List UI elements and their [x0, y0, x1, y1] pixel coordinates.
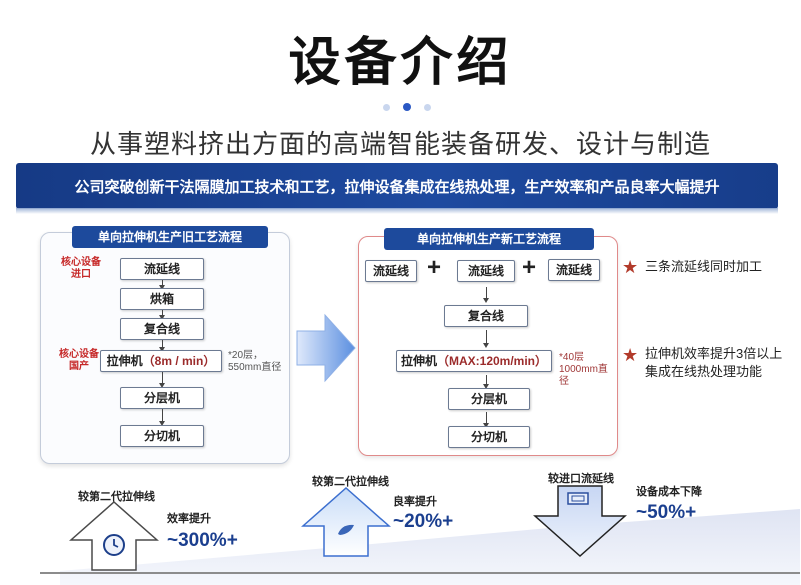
transition-arrow-icon — [296, 313, 356, 383]
old-stretcher-label: 拉伸机 — [106, 354, 143, 368]
core-domestic-label: 核心设备 国产 — [59, 349, 99, 372]
star-icon: ★ — [622, 257, 639, 277]
new-casting-line-3: 流延线 — [548, 259, 600, 281]
flow-arrow — [159, 340, 165, 352]
leaf-icon — [338, 524, 354, 535]
old-step-casting-line: 流延线 — [120, 258, 204, 280]
carousel-dot-active[interactable] — [403, 103, 411, 111]
new-step-compound-line: 复合线 — [444, 305, 528, 327]
flow-arrow — [159, 409, 165, 426]
comparison-1-label: 较第二代拉伸线 — [78, 491, 155, 503]
old-step-oven: 烘箱 — [120, 288, 204, 310]
carousel-dots — [383, 102, 433, 112]
flow-arrow — [483, 330, 489, 348]
old-step-compound-line: 复合线 — [120, 318, 204, 340]
summary-banner: 公司突破创新干法隔膜加工技术和工艺，拉伸设备集成在线热处理，生产效率和产品良率大… — [16, 163, 778, 209]
page-title: 设备介绍 — [288, 33, 513, 93]
up-arrow-icon — [301, 486, 391, 557]
comparison-1-metric: 效率提升 — [167, 513, 211, 525]
page-subtitle: 从事塑料挤出方面的高端智能装备研发、设计与制造 — [89, 130, 711, 160]
banner-shadow — [16, 208, 778, 214]
carousel-dot[interactable] — [424, 104, 431, 111]
old-step-slitter: 分切机 — [120, 425, 204, 447]
flow-arrow — [159, 372, 165, 388]
comparison-2-value: ~20%+ — [393, 511, 454, 532]
flow-arrow — [483, 375, 489, 389]
comparison-2-metric: 良率提升 — [393, 496, 437, 508]
old-step-stretcher: 拉伸机（8m / min） — [100, 350, 222, 372]
new-step-layer-separator: 分层机 — [448, 388, 530, 410]
highlight-stretcher-efficiency: 拉伸机效率提升3倍以上 集成在线热处理功能 — [645, 346, 783, 379]
comparison-2-label: 较第二代拉伸线 — [312, 476, 389, 488]
new-process-note: *40层 1000mm直径 — [559, 352, 608, 387]
banner-text: 公司突破创新干法隔膜加工技术和工艺，拉伸设备集成在线热处理，生产效率和产品良率大… — [74, 179, 720, 196]
new-stretcher-speed: （MAX:120m/min） — [436, 354, 548, 368]
cash-icon — [567, 492, 589, 505]
carousel-dot[interactable] — [383, 104, 390, 111]
flow-arrow — [483, 412, 489, 428]
bottom-ramp-shape — [60, 509, 800, 585]
star-icon: ★ — [622, 345, 639, 365]
plus-icon: + — [427, 254, 442, 281]
plus-icon: + — [522, 254, 537, 281]
comparison-3-label: 较进口流延线 — [548, 473, 614, 485]
flow-arrow — [159, 310, 165, 320]
down-arrow-icon — [533, 485, 627, 558]
new-step-stretcher: 拉伸机（MAX:120m/min） — [396, 350, 552, 372]
flow-arrow — [483, 287, 489, 303]
new-casting-line-1: 流延线 — [365, 260, 417, 282]
comparison-1-value: ~300%+ — [167, 530, 238, 551]
new-process-title: 单向拉伸机生产新工艺流程 — [384, 228, 594, 250]
old-stretcher-speed: （8m / min） — [142, 354, 216, 368]
core-import-label: 核心设备 进口 — [61, 257, 101, 280]
baseline-divider — [40, 572, 800, 574]
highlight-three-lines: 三条流延线同时加工 — [645, 259, 763, 274]
flow-arrow — [159, 280, 165, 290]
old-process-note: *20层， 550mm直径 — [228, 350, 282, 373]
old-process-title: 单向拉伸机生产旧工艺流程 — [72, 226, 268, 248]
comparison-3-metric: 设备成本下降 — [636, 486, 702, 498]
old-step-layer-separator: 分层机 — [120, 387, 204, 409]
new-step-slitter: 分切机 — [448, 426, 530, 448]
new-casting-line-2: 流延线 — [457, 260, 515, 282]
clock-icon — [103, 534, 125, 556]
new-stretcher-label: 拉伸机 — [400, 354, 437, 368]
comparison-3-value: ~50%+ — [636, 502, 697, 523]
